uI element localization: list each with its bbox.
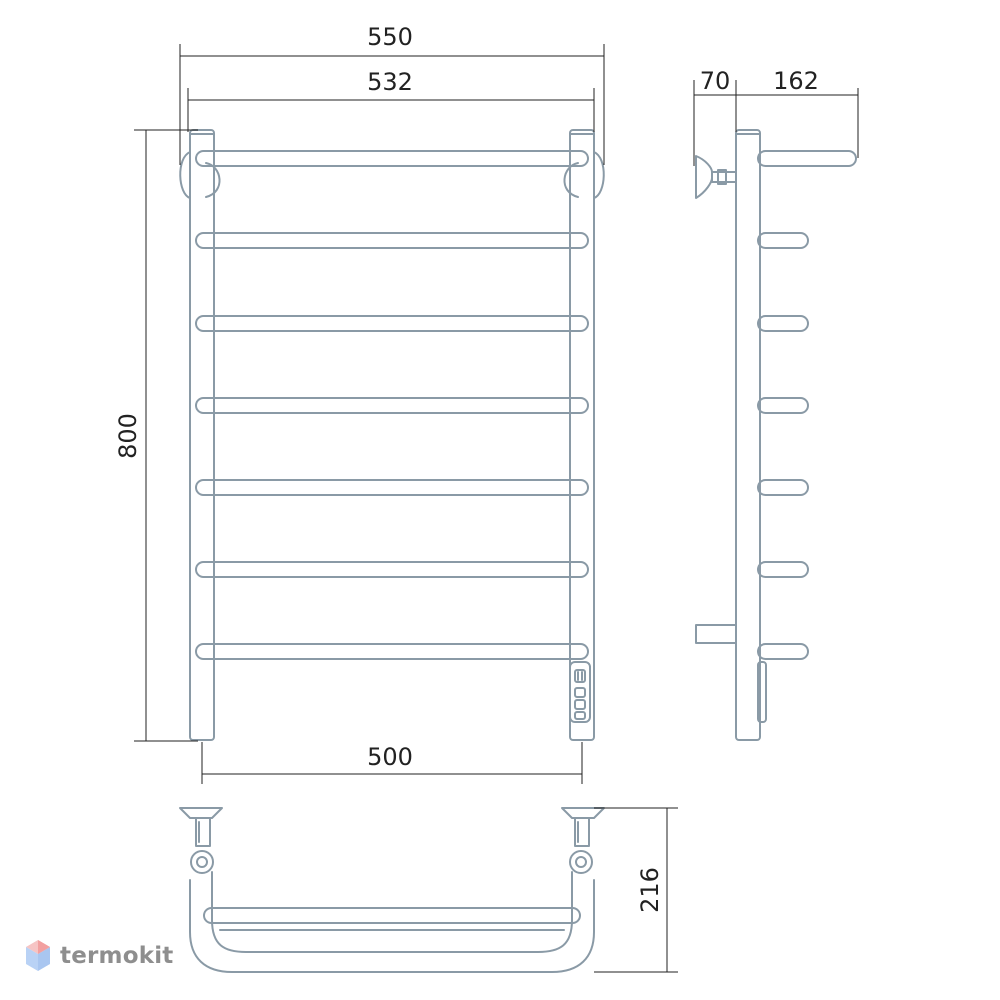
hexagon-cube-icon <box>26 940 50 971</box>
top-right-flange <box>561 807 605 819</box>
dimension-lines <box>134 44 859 973</box>
front-right-post <box>569 129 595 741</box>
front-rung-6 <box>195 561 589 578</box>
heater-control-unit <box>569 661 591 723</box>
front-rung-1 <box>195 150 589 167</box>
side-rung-3 <box>757 315 809 332</box>
side-heater-unit <box>757 661 767 723</box>
dimension-wall-offset: 70 <box>700 67 731 95</box>
front-rung-2 <box>195 232 589 249</box>
side-bracket-arm <box>711 171 737 183</box>
top-view-rung <box>203 907 581 924</box>
side-lower-bracket <box>695 624 737 644</box>
front-rung-4 <box>195 397 589 414</box>
front-rung-7 <box>195 643 589 660</box>
top-left-bolt <box>190 850 214 874</box>
side-rung-5 <box>757 479 809 496</box>
front-rung-5 <box>195 479 589 496</box>
top-view-u-frame-outer <box>189 879 595 973</box>
front-right-wall-flange <box>593 151 605 199</box>
top-view <box>179 807 605 973</box>
dimension-depth: 162 <box>773 67 819 95</box>
side-rung-7 <box>757 643 809 660</box>
brand-logo: termokit <box>24 936 173 976</box>
top-view-u-frame-inner <box>211 871 573 953</box>
side-rung-6 <box>757 561 809 578</box>
top-left-flange <box>179 807 223 819</box>
front-left-post <box>189 129 215 741</box>
dimension-height: 800 <box>114 413 142 459</box>
dimension-top-view-depth: 216 <box>636 867 664 913</box>
front-left-wall-flange <box>179 151 191 199</box>
front-left-flange-body <box>205 162 221 198</box>
dimension-mount-width: 532 <box>367 68 413 96</box>
front-right-flange-body <box>563 162 579 198</box>
side-post <box>735 129 761 741</box>
dimension-overall-width: 550 <box>367 23 413 51</box>
side-rung-2 <box>757 232 809 249</box>
top-right-bolt <box>569 850 593 874</box>
side-rung-4 <box>757 397 809 414</box>
side-top-rung <box>757 150 857 167</box>
side-view <box>695 129 857 741</box>
front-rung-3 <box>195 315 589 332</box>
brand-name: termokit <box>60 943 174 969</box>
dimension-bottom-width: 500 <box>367 743 413 771</box>
side-wall-bracket <box>695 155 713 199</box>
front-view <box>179 129 605 741</box>
